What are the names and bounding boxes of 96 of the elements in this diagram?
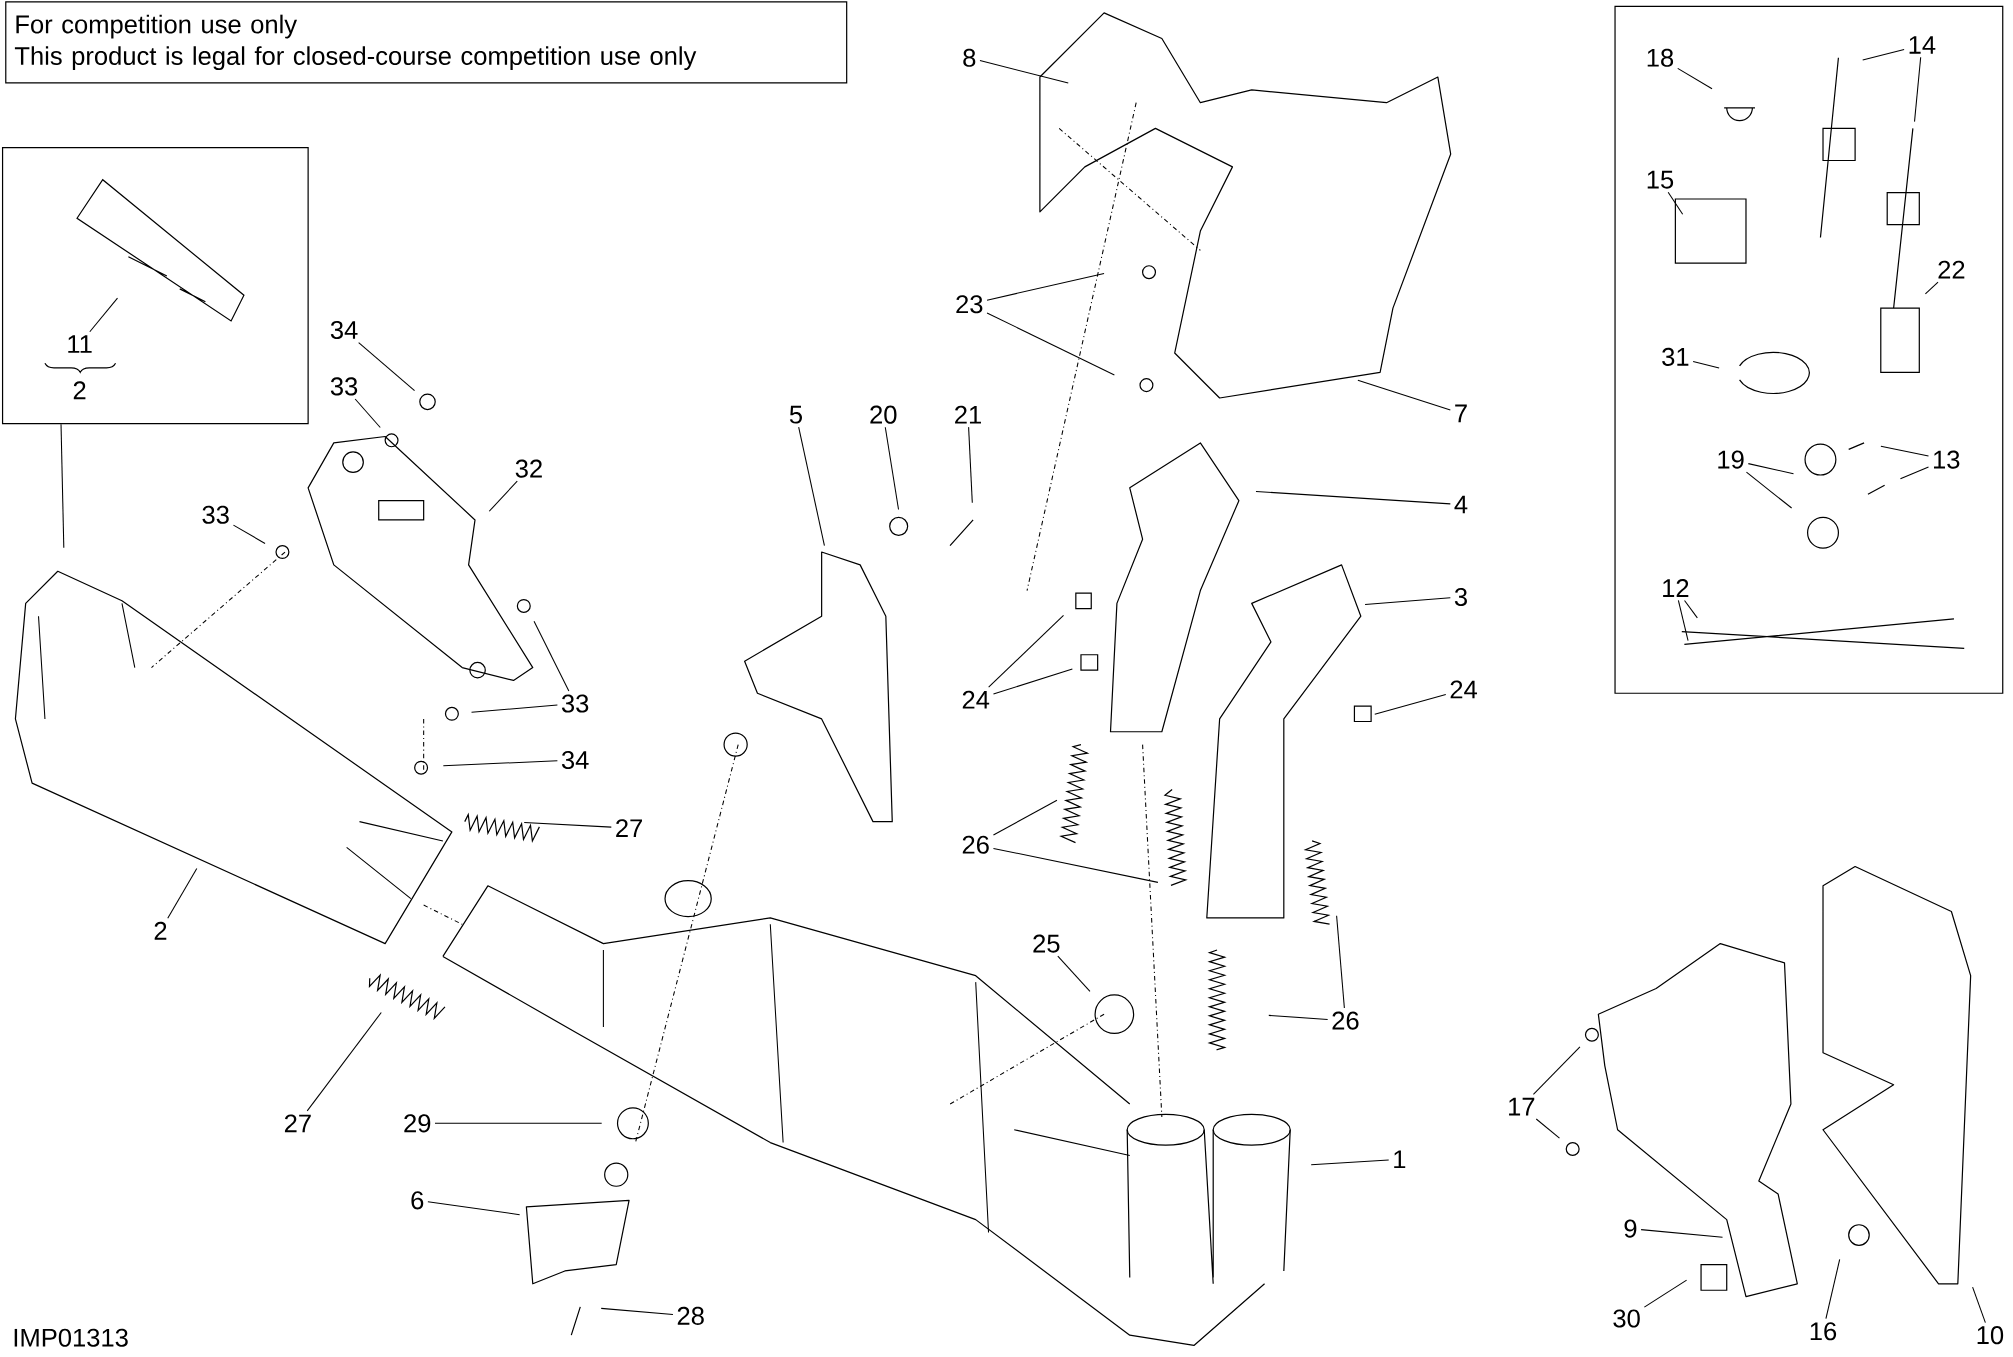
leader-line (1692, 360, 1720, 369)
leader-line (306, 1011, 382, 1112)
leader-line (1640, 1229, 1724, 1238)
leader-line (1880, 445, 1930, 457)
callout-number: 32 (515, 459, 542, 478)
callout-number: 16 (1810, 1322, 1837, 1341)
leader-line (1357, 379, 1451, 411)
leader-line (992, 799, 1058, 836)
callout-number: 21 (955, 405, 981, 424)
leader-line (992, 668, 1073, 695)
leader-line (354, 398, 381, 429)
callout-number: 34 (330, 320, 358, 339)
leader-line (1677, 599, 1689, 642)
leader-line (1336, 915, 1345, 1009)
callout-number: 30 (1613, 1309, 1640, 1328)
leader-line (1374, 693, 1447, 715)
leader-line (1924, 281, 1939, 295)
callout-number: 28 (677, 1306, 704, 1325)
leader-line (89, 297, 118, 333)
drawing-number: IMP01313 (14, 1328, 128, 1347)
callout-number: 26 (962, 835, 989, 854)
callout-number: 2 (154, 921, 167, 940)
leader-line (1057, 955, 1091, 992)
leader-line (1255, 491, 1451, 505)
inset-box (1614, 5, 2004, 694)
leader-line (488, 480, 518, 512)
callout-number: 11 (68, 335, 92, 353)
callout-number: 3 (1454, 587, 1467, 607)
callout-number: 2 (73, 381, 86, 400)
leader-line (1677, 67, 1713, 90)
callout-number: 7 (1455, 404, 1467, 423)
callout-number: 24 (962, 690, 990, 709)
callout-number: 9 (1624, 1219, 1637, 1238)
callout-number: 1 (1394, 1150, 1406, 1169)
leader-line (533, 620, 570, 692)
callout-number: 14 (1909, 36, 1936, 54)
leader-line (968, 426, 973, 504)
leader-line (1532, 1046, 1581, 1095)
leader-line (442, 760, 558, 767)
callout-number: 31 (1662, 347, 1689, 366)
callout-number: 33 (561, 694, 589, 713)
callout-number: 15 (1647, 170, 1674, 189)
leader-line (1684, 599, 1698, 619)
leader-line (600, 1307, 674, 1315)
leader-line (1310, 1159, 1390, 1166)
leader-line (884, 426, 900, 510)
leader-line (1899, 466, 1930, 480)
leader-line (60, 423, 65, 549)
notice-box: For competition use only This product is legal for closed-course competition use only (5, 1, 848, 84)
callout-number: 22 (1938, 260, 1965, 279)
callout-number: 33 (202, 505, 229, 524)
callout-number: 27 (284, 1114, 311, 1133)
leader-line (232, 524, 266, 544)
callout-number: 18 (1647, 48, 1674, 67)
callout-number: 8 (963, 48, 976, 67)
callout-number: 23 (956, 295, 983, 314)
callout-number: 6 (411, 1191, 424, 1210)
leader-line (1745, 471, 1793, 509)
leader-line (1825, 1258, 1841, 1320)
callout-number: 20 (870, 405, 897, 424)
leader-line (434, 1122, 603, 1124)
leader-line (471, 704, 558, 713)
callout-number: 10 (1977, 1326, 2004, 1345)
callout-number: 5 (789, 405, 802, 424)
callout-number: 4 (1454, 495, 1468, 514)
leader-line (358, 342, 416, 392)
callout-number: 29 (404, 1114, 431, 1133)
callout-number: 24 (1450, 680, 1477, 699)
leader-line (1364, 597, 1451, 606)
leader-line (523, 822, 612, 828)
leader-line (1268, 1014, 1329, 1020)
leader-line (979, 60, 1069, 84)
callout-number: 27 (616, 819, 642, 837)
leader-line (1972, 1286, 1986, 1324)
leader-line (1643, 1279, 1688, 1308)
callout-number: 17 (1509, 1097, 1535, 1116)
leader-line (1747, 463, 1794, 475)
inset-box (1, 147, 309, 425)
leader-line (986, 272, 1105, 301)
leader-line (986, 312, 1115, 376)
leader-line (1914, 56, 1922, 123)
callout-number: 12 (1663, 579, 1689, 597)
callout-number: 26 (1332, 1011, 1359, 1030)
leader-line (167, 868, 198, 919)
callout-number: 34 (561, 751, 589, 770)
leader-line (798, 426, 825, 547)
leader-line (988, 614, 1065, 688)
callout-number: 25 (1033, 934, 1060, 953)
callout-number: 19 (1718, 450, 1744, 469)
callout-number: 13 (1934, 450, 1960, 469)
leader-line (992, 847, 1159, 883)
callout-number: 33 (330, 377, 358, 396)
leader-line (427, 1201, 521, 1216)
leader-line (1862, 48, 1905, 61)
leader-line (1667, 191, 1684, 215)
leader-line (1535, 1118, 1560, 1139)
